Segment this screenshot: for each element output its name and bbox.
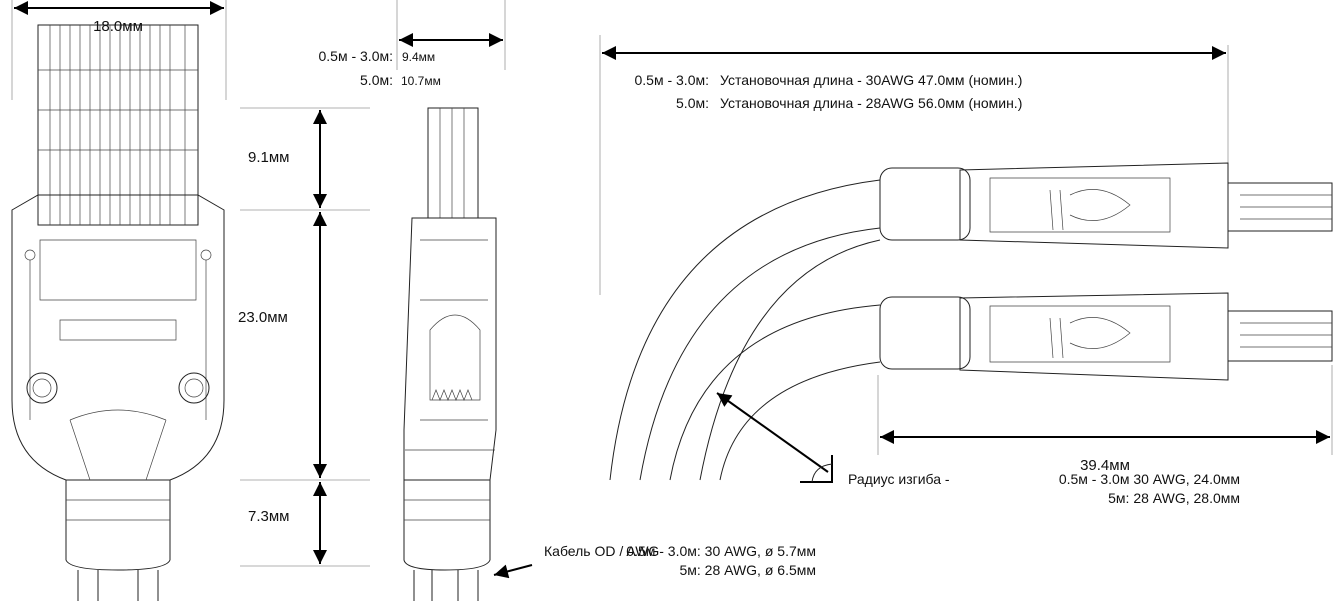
side-row2-value: 10.7мм [401,74,441,88]
cable-row2: 5м: 28 AWG, ø 6.5мм [679,562,816,578]
bend-radius-arrow [716,392,829,473]
front-view-connector [11,0,227,601]
height-dimensions [240,107,370,567]
side-row2-range: 5.0м: [360,72,393,88]
connector-length-label: 39.4мм [1080,457,1130,474]
bend-radius-row1: 0.5м - 3.0м 30 AWG, 24.0мм [1059,471,1240,487]
width-label: 18.0мм [93,18,143,35]
cable-label: Кабель OD / AWG [544,543,659,559]
boot-height-label: 7.3мм [248,508,289,525]
side-row1-value: 9.4мм [402,50,435,64]
side-view-connector [396,0,533,601]
install-row2-range: 5.0м: [676,95,709,111]
body-height-label: 23.0мм [238,309,288,326]
install-row1-text: Установочная длина - 30AWG 47.0мм (номин… [720,72,1022,88]
cable-pointer-arrow [493,564,533,579]
install-row2-text: Установочная длина - 28AWG 56.0мм (номин… [720,95,1022,111]
cable-row1: 0.5м - 3.0м: 30 AWG, ø 5.7мм [626,543,816,559]
install-row1-range: 0.5м - 3.0м: [634,72,709,88]
plug-height-label: 9.1мм [248,149,289,166]
bent-connectors-view [599,35,1333,483]
side-row1-range: 0.5м - 3.0м: [318,48,393,64]
bend-radius-label: Радиус изгиба - [848,471,950,487]
angle-icon [800,455,833,483]
bend-radius-row2: 5м: 28 AWG, 28.0мм [1108,490,1240,506]
